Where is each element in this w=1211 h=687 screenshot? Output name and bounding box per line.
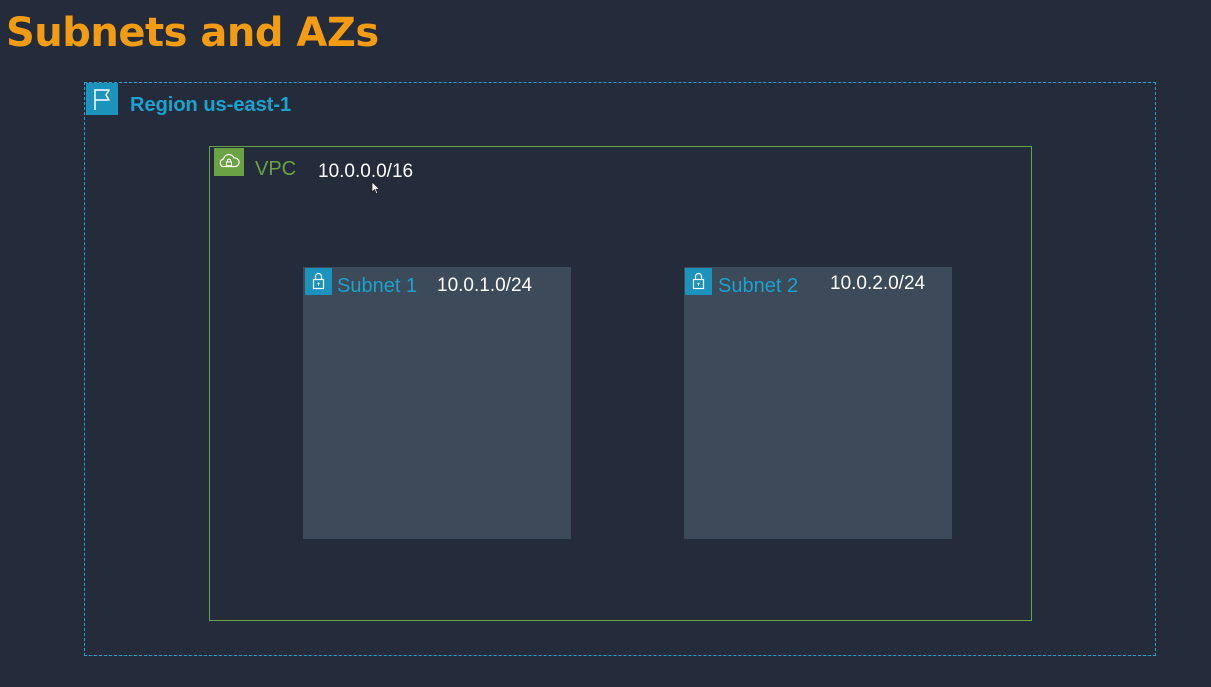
mouse-pointer-icon	[371, 181, 381, 195]
padlock-icon	[305, 268, 332, 295]
subnet-2-box	[684, 267, 952, 539]
flag-icon	[86, 83, 118, 115]
subnet-2-label: Subnet 2	[718, 275, 799, 297]
vpc-boundary	[209, 146, 1032, 621]
cloud-lock-icon	[214, 148, 244, 176]
vpc-label: VPC	[255, 158, 297, 180]
subnet-1-cidr: 10.0.1.0/24	[437, 275, 533, 296]
padlock-icon	[685, 268, 712, 295]
subnet-2-cidr: 10.0.2.0/24	[830, 273, 926, 294]
page-title: Subnets and AZs	[6, 10, 379, 56]
region-boundary	[84, 82, 1156, 656]
region-label: Region us-east-1	[130, 94, 292, 116]
subnet-1-label: Subnet 1	[337, 275, 418, 297]
vpc-cidr: 10.0.0.0/16	[318, 161, 414, 182]
subnet-1-box	[303, 267, 571, 539]
